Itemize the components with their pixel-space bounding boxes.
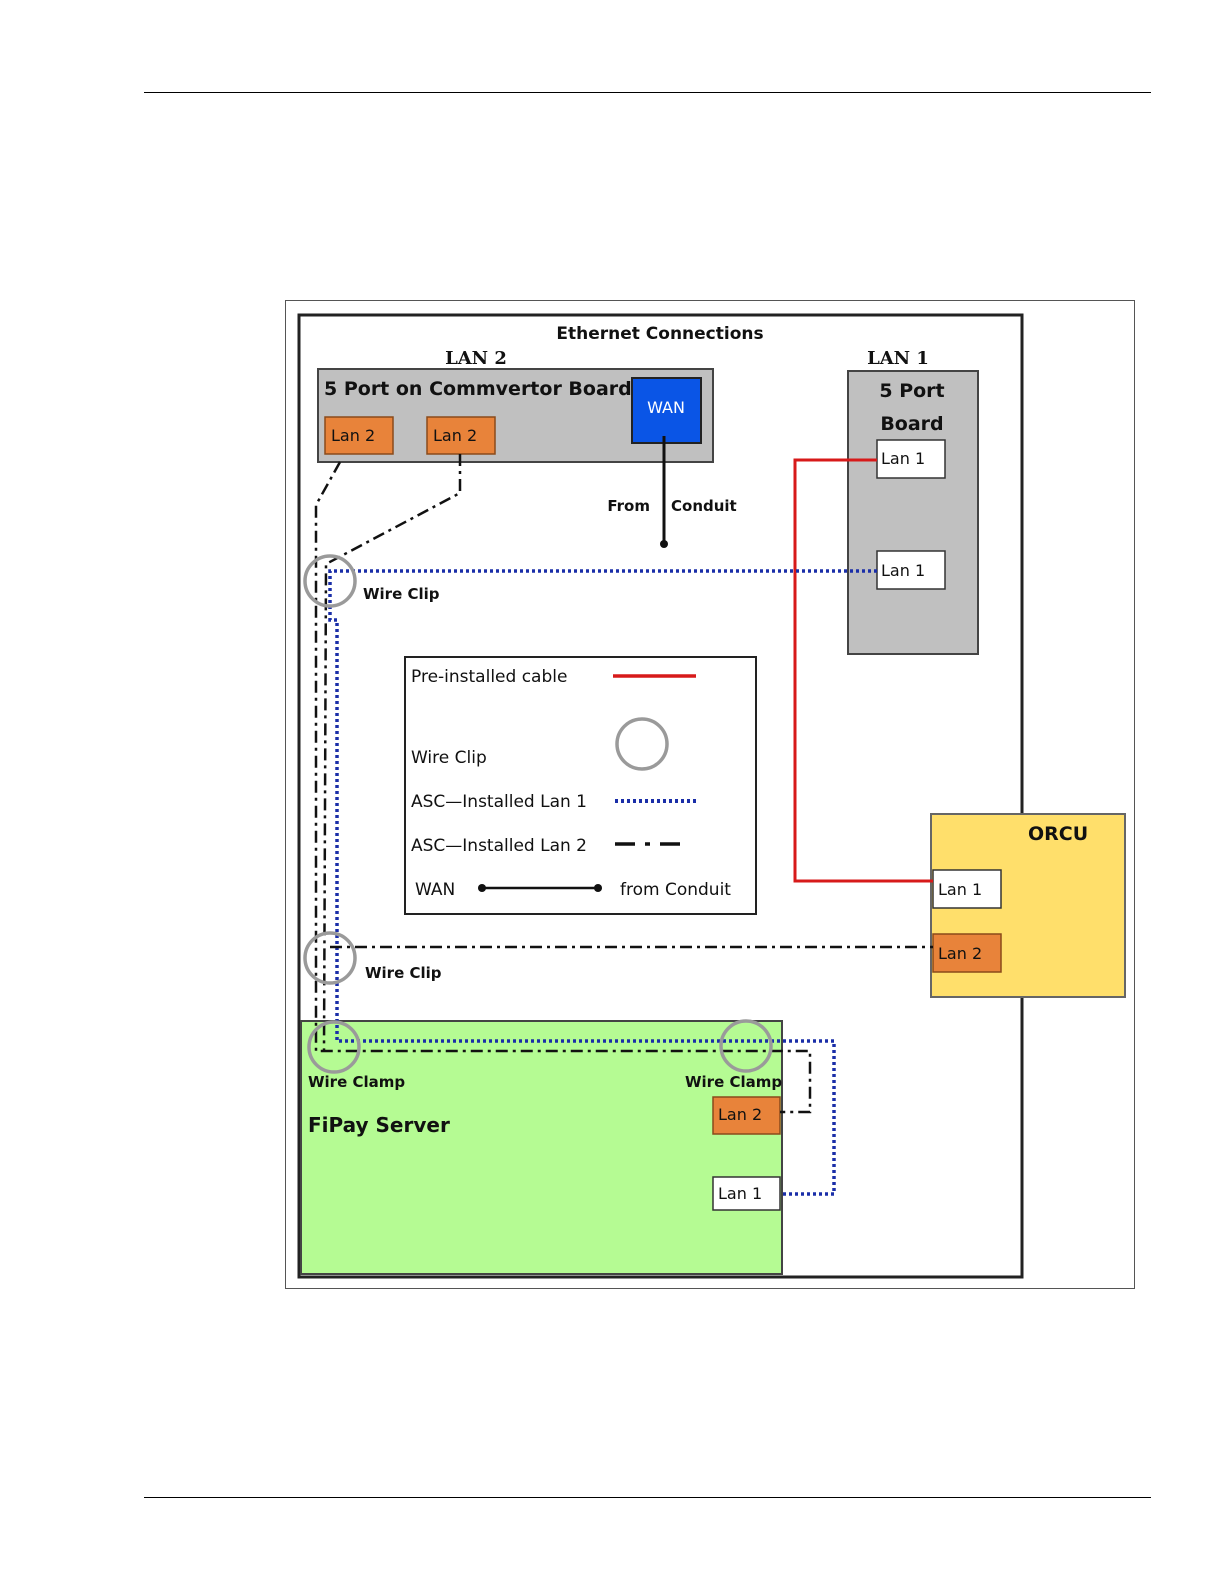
lan2-group-label: LAN 2 [445,348,507,369]
legend-wan-end-right [594,884,602,892]
wire-clamp-right-label: Wire Clamp [685,1073,782,1091]
five-port-port-2: Lan 1 [881,561,925,580]
legend-wan-label: WAN [415,880,455,900]
wire-clamp-left-label: Wire Clamp [308,1073,405,1091]
fipay-port-1: Lan 2 [718,1105,762,1124]
orcu-port-2: Lan 2 [938,944,982,963]
commvertor-port-1: Lan 2 [331,426,375,445]
fipay-port-2: Lan 1 [718,1184,762,1203]
legend-wire-clip-label: Wire Clip [411,748,487,768]
legend-wan-end-left [478,884,486,892]
from-label: From [607,497,650,515]
legend-lan1-label: ASC—Installed Lan 1 [411,792,587,812]
wire-clip-lower-label: Wire Clip [365,964,442,982]
wire-clip-upper-label: Wire Clip [363,585,440,603]
fipay-label: FiPay Server [308,1113,450,1137]
orcu-label: ORCU [1028,823,1088,845]
five-port-label-line2: Board [880,413,943,435]
orcu-port-1: Lan 1 [938,880,982,899]
lan1-group-label: LAN 1 [867,348,929,369]
five-port-port-1: Lan 1 [881,449,925,468]
legend: Pre-installed cable Wire Clip ASC—Instal… [405,657,756,914]
legend-from-conduit-label: from Conduit [620,880,731,900]
commvertor-port-2: Lan 2 [433,426,477,445]
wan-port: WAN [647,398,685,417]
commvertor-board-label: 5 Port on Commvertor Board [324,378,632,400]
five-port-label-line1: 5 Port [879,380,944,402]
wan-cable-end [660,540,668,548]
orcu-unit: ORCU Lan 1 Lan 2 [931,814,1125,997]
legend-preinstalled-label: Pre-installed cable [411,667,567,687]
legend-lan2-label: ASC—Installed Lan 2 [411,836,587,856]
fipay-server: FiPay Server Lan 2 Lan 1 [301,1021,782,1274]
five-port-board: 5 Port Board Lan 1 Lan 1 [848,371,978,654]
conduit-label: Conduit [671,497,737,515]
diagram-title: Ethernet Connections [556,324,763,344]
commvertor-board: 5 Port on Commvertor Board Lan 2 Lan 2 W… [318,369,713,462]
